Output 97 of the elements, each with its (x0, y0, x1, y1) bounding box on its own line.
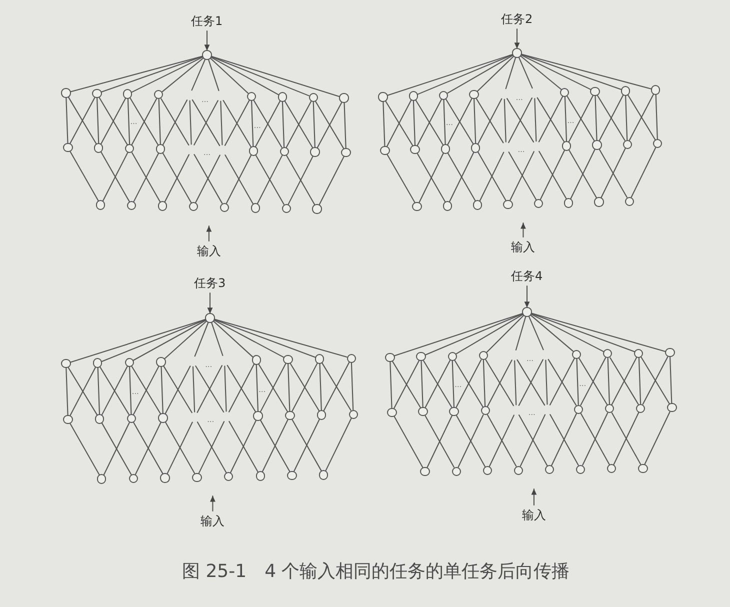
connection-line (160, 366, 164, 414)
connection-line (520, 55, 562, 90)
connection-line (482, 360, 486, 407)
connection-line (607, 358, 610, 405)
connection-line (132, 320, 206, 361)
connection-line (518, 56, 533, 89)
connection-line (210, 56, 340, 98)
connection-line (100, 56, 204, 93)
connection-line (131, 56, 204, 93)
connection-line (528, 316, 544, 350)
arrow (210, 495, 216, 512)
connection-line (644, 411, 670, 465)
connection-line (66, 368, 68, 416)
arrow (514, 28, 520, 49)
task-label: 任务2 (499, 9, 535, 29)
connection-line (412, 100, 416, 146)
connection-line (424, 313, 524, 356)
connection-line (129, 366, 132, 414)
connection-line (521, 54, 652, 90)
connection-line (530, 313, 635, 352)
connection-line (97, 367, 100, 415)
connection-line (70, 56, 203, 92)
connection-line (325, 418, 352, 472)
arrow (524, 285, 530, 308)
connection-line (288, 364, 290, 412)
connection-line (452, 360, 454, 408)
connection-line (214, 318, 348, 358)
input-label: 输入 (194, 241, 223, 261)
connection-line (210, 56, 310, 96)
connection-line (191, 58, 206, 91)
connection-line (70, 318, 206, 363)
connection-line (386, 54, 514, 96)
connection-line (474, 98, 476, 144)
connection-line (576, 358, 579, 406)
task-label: 任务4 (509, 266, 545, 286)
connection-line (127, 98, 130, 144)
connection-line (476, 56, 514, 92)
connection-line (386, 154, 416, 204)
connection-line (318, 156, 344, 206)
connection-line (66, 97, 68, 144)
connection-line (214, 320, 284, 358)
connection-line (70, 423, 100, 476)
connection-line (447, 54, 514, 94)
connection-line (319, 363, 322, 411)
connection-line (394, 416, 424, 468)
connection-line (282, 101, 285, 148)
connection-line (530, 314, 604, 352)
arrow (207, 292, 213, 314)
connection-line (530, 314, 574, 352)
connection-line (194, 322, 209, 357)
connection-line (394, 312, 524, 356)
connection-line (208, 58, 220, 92)
connection-line (670, 356, 672, 404)
connection-line (564, 96, 568, 142)
connection-line (210, 58, 248, 94)
figure-caption: 图 25-1 4 个输入相同的任务的单任务后向传播 (182, 561, 570, 583)
connection-line (515, 316, 526, 350)
arrow (531, 488, 537, 506)
connection-line (638, 357, 642, 404)
connection-line (420, 360, 424, 408)
connection-line (655, 94, 658, 140)
connection-line (630, 147, 656, 198)
connection-line (256, 364, 259, 412)
connection-line (456, 314, 524, 354)
connection-line (594, 96, 598, 141)
connection-line (158, 98, 161, 145)
connection-line (382, 101, 386, 146)
connection-line (390, 361, 392, 408)
connection-line (164, 320, 208, 360)
connection-line (210, 56, 279, 96)
connection-line (520, 54, 622, 90)
connection-line (417, 54, 514, 95)
input-label: 输入 (509, 237, 538, 257)
arrow (204, 30, 210, 51)
connection-line (350, 362, 354, 410)
connection-line (312, 102, 316, 148)
connection-line (210, 322, 224, 356)
arrow (520, 222, 526, 238)
connection-line (162, 57, 204, 92)
connection-line (344, 102, 346, 148)
connection-line (212, 320, 254, 358)
connection-line (531, 312, 666, 352)
connection-line (214, 319, 316, 358)
connection-line (102, 319, 206, 362)
connection-line (520, 54, 592, 90)
task-label: 任务3 (192, 273, 228, 293)
connection-line (625, 95, 628, 140)
connection-line (251, 100, 254, 147)
arrow (206, 225, 212, 242)
input-label: 输入 (198, 511, 227, 531)
connection-line (70, 151, 99, 202)
connection-line (443, 100, 446, 145)
connection-line (96, 98, 100, 144)
connection-line (505, 56, 516, 90)
input-label: 输入 (520, 505, 548, 525)
connection-line (486, 314, 524, 353)
task-label: 任务1 (189, 11, 225, 31)
